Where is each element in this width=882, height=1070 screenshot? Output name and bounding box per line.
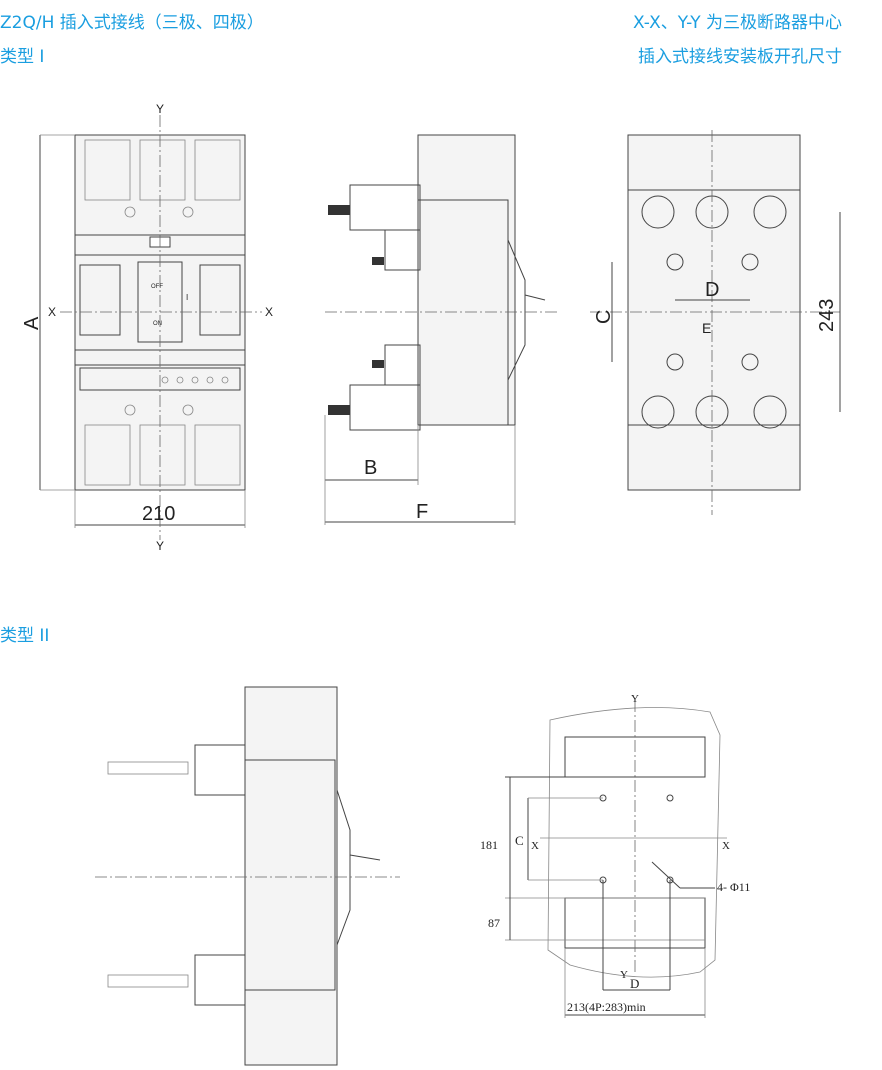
- axis-x-left: X: [48, 305, 56, 319]
- cutout-axis-y-top: Y: [631, 693, 639, 705]
- i-label: I: [186, 293, 188, 302]
- dim-f: F: [416, 501, 428, 523]
- cutout-axis-x-right: X: [722, 840, 730, 852]
- dim-210: 210: [142, 503, 175, 525]
- off-label: OFF: [151, 284, 163, 290]
- cutout-note: 插入式接线安装板开孔尺寸: [638, 47, 842, 67]
- dim-87: 87: [488, 916, 500, 930]
- dim-c: C: [593, 310, 615, 324]
- on-label: ON: [153, 321, 162, 327]
- front-view: Y Y X X A 210 OFF ON I: [21, 102, 273, 553]
- axis-x-right: X: [265, 305, 273, 319]
- dim-243: 243: [816, 299, 838, 332]
- dim-a: A: [21, 316, 43, 330]
- cutout-dim-d: D: [630, 976, 639, 991]
- cutout-axis-x-left: X: [531, 840, 539, 852]
- cutout-width-label: 213(4P:283)min: [567, 1000, 646, 1014]
- page-title: Z2Q/H 插入式接线（三极、四极）: [0, 13, 264, 33]
- axis-y-top: Y: [156, 102, 164, 116]
- type-2-side-view: [95, 686, 400, 1066]
- type-1-label: 类型 I: [0, 47, 45, 67]
- type-2-label: 类型 II: [0, 626, 50, 646]
- side-view: B F: [324, 134, 560, 525]
- dim-e: E: [702, 320, 711, 336]
- axis-y-bottom: Y: [156, 539, 164, 553]
- holes-label: 4- Φ11: [717, 880, 750, 894]
- dim-181: 181: [480, 838, 498, 852]
- axis-note: X-X、Y-Y 为三极断路器中心: [632, 13, 842, 33]
- cutout-dim-c: C: [515, 833, 524, 848]
- cutout-axis-y-bottom: Y: [620, 969, 628, 981]
- plate-view: C D E 243: [590, 130, 841, 515]
- cutout-drawing: Y Y X X 181 87 C D 4- Φ11 213(4P:283)min: [480, 693, 750, 1018]
- dim-b: B: [364, 457, 377, 479]
- dim-d: D: [705, 279, 719, 301]
